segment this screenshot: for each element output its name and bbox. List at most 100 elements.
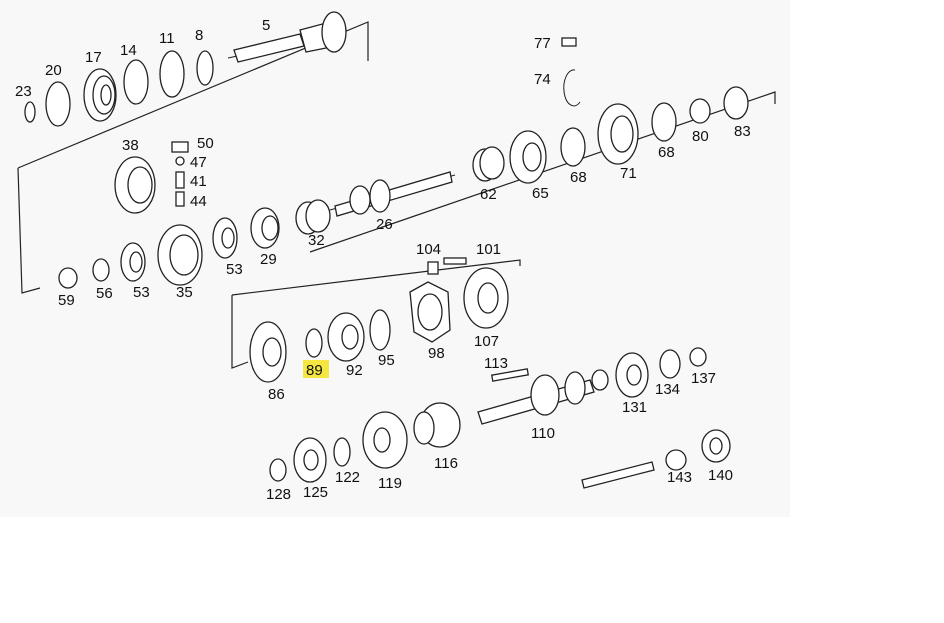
label-59: 59 bbox=[58, 292, 75, 309]
part-47-ball bbox=[175, 156, 185, 166]
label-131: 131 bbox=[622, 399, 647, 416]
part-35-synchro bbox=[157, 224, 203, 286]
label-110: 110 bbox=[531, 425, 555, 442]
part-23-clip bbox=[24, 101, 36, 123]
label-47: 47 bbox=[190, 154, 207, 171]
part-77-clip bbox=[561, 37, 577, 47]
label-56: 56 bbox=[96, 285, 113, 302]
part-62-needle-bearing bbox=[472, 146, 505, 182]
part-11-ring bbox=[159, 50, 185, 98]
part-137-nut bbox=[689, 347, 707, 367]
label-50: 50 bbox=[197, 135, 214, 152]
part-86-gear bbox=[249, 321, 287, 383]
group-frame-lower bbox=[231, 259, 521, 369]
label-71: 71 bbox=[620, 165, 637, 182]
label-32: 32 bbox=[308, 232, 325, 249]
part-122-washer bbox=[333, 437, 351, 467]
highlight-89 bbox=[303, 360, 329, 378]
part-134-gear bbox=[659, 349, 681, 379]
label-41: 41 bbox=[190, 173, 207, 190]
part-32-needle-bearing bbox=[295, 199, 331, 235]
label-65: 65 bbox=[532, 185, 549, 202]
part-20-ring bbox=[45, 81, 71, 127]
part-68-ring-b bbox=[651, 102, 677, 142]
label-11: 11 bbox=[159, 30, 175, 47]
part-29-gear bbox=[250, 207, 280, 249]
label-134: 134 bbox=[655, 381, 680, 398]
part-26-main-shaft bbox=[329, 171, 456, 217]
label-104: 104 bbox=[416, 241, 441, 258]
label-95: 95 bbox=[378, 352, 395, 369]
part-41-spring bbox=[175, 171, 185, 189]
part-17-bearing bbox=[83, 68, 117, 122]
part-89-washer bbox=[305, 328, 323, 358]
label-29: 29 bbox=[260, 251, 277, 268]
label-62: 62 bbox=[480, 186, 497, 203]
label-8: 8 bbox=[195, 27, 203, 44]
part-53-gear-upper bbox=[212, 217, 238, 259]
part-71-synchro bbox=[597, 103, 639, 165]
part-5-input-shaft bbox=[227, 11, 347, 63]
label-38: 38 bbox=[122, 137, 139, 154]
label-122: 122 bbox=[335, 469, 360, 486]
label-89: 89 bbox=[306, 362, 323, 379]
group-frame-top bbox=[17, 21, 369, 169]
label-44: 44 bbox=[190, 193, 207, 210]
part-143-sleeve bbox=[665, 449, 687, 471]
label-125: 125 bbox=[303, 484, 328, 501]
part-59-bearing bbox=[58, 267, 78, 289]
label-107: 107 bbox=[474, 333, 499, 350]
label-74: 74 bbox=[534, 71, 551, 88]
group-frame-middle bbox=[17, 91, 776, 294]
label-116: 116 bbox=[434, 455, 458, 472]
label-14: 14 bbox=[120, 42, 137, 59]
part-101-bolt bbox=[443, 257, 467, 265]
part-83-needle-bearing bbox=[723, 86, 749, 120]
label-83: 83 bbox=[734, 123, 751, 140]
label-98: 98 bbox=[428, 345, 445, 362]
part-116-gear bbox=[413, 402, 461, 448]
part-56-nut bbox=[92, 258, 110, 282]
part-74-circlip bbox=[563, 69, 581, 107]
part-pin-shaft bbox=[581, 461, 655, 489]
part-labels: 5 8 11 14 17 20 23 77 74 38 50 47 41 44 … bbox=[15, 17, 751, 503]
part-128-nut bbox=[269, 458, 287, 482]
part-98-cover-plate bbox=[409, 281, 451, 343]
part-92-bearing bbox=[327, 312, 365, 362]
part-110-reverse-shaft bbox=[477, 369, 609, 425]
part-119-gear bbox=[362, 411, 408, 469]
label-119: 119 bbox=[378, 475, 402, 492]
part-107-gear bbox=[463, 267, 509, 329]
part-125-bearing bbox=[293, 437, 327, 483]
label-80: 80 bbox=[692, 128, 709, 145]
part-65-gear bbox=[509, 130, 547, 184]
label-143: 143 bbox=[667, 469, 692, 486]
part-131-bearing bbox=[615, 352, 649, 398]
part-38-sleeve bbox=[114, 156, 156, 214]
label-77: 77 bbox=[534, 35, 551, 52]
label-68-b: 68 bbox=[658, 144, 675, 161]
label-86: 86 bbox=[268, 386, 285, 403]
part-53-gear-lower bbox=[120, 242, 146, 282]
part-44-spring bbox=[175, 191, 185, 207]
label-113: 113 bbox=[484, 355, 508, 372]
label-5: 5 bbox=[262, 17, 270, 34]
part-50-block bbox=[171, 141, 189, 153]
part-14-snap-ring bbox=[123, 59, 149, 105]
label-53-b: 53 bbox=[133, 284, 150, 301]
label-35: 35 bbox=[176, 284, 193, 301]
label-101: 101 bbox=[476, 241, 501, 258]
label-68-a: 68 bbox=[570, 169, 587, 186]
label-137: 137 bbox=[691, 370, 716, 387]
label-53-a: 53 bbox=[226, 261, 243, 278]
part-8-ring bbox=[196, 50, 214, 86]
label-128: 128 bbox=[266, 486, 291, 503]
part-68-ring-a bbox=[560, 127, 586, 167]
label-23: 23 bbox=[15, 83, 32, 100]
part-104-bushing bbox=[427, 261, 439, 275]
label-92: 92 bbox=[346, 362, 363, 379]
part-140-gear bbox=[701, 429, 731, 463]
label-140: 140 bbox=[708, 467, 733, 484]
